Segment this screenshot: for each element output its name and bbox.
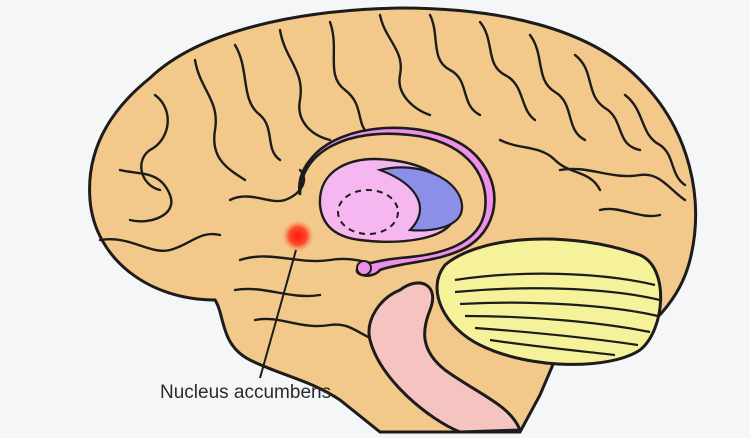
nucleus-accumbens-marker [282, 220, 314, 252]
lateral-ventricle [376, 166, 464, 232]
limbic-structures [298, 126, 496, 277]
label-pointer-line [259, 249, 297, 379]
cerebellum [435, 237, 663, 366]
cortical-folds [98, 13, 687, 342]
thalamus-outline [337, 189, 399, 235]
nucleus-accumbens-label: Nucleus accumbens [160, 382, 332, 403]
brainstem [367, 281, 523, 434]
